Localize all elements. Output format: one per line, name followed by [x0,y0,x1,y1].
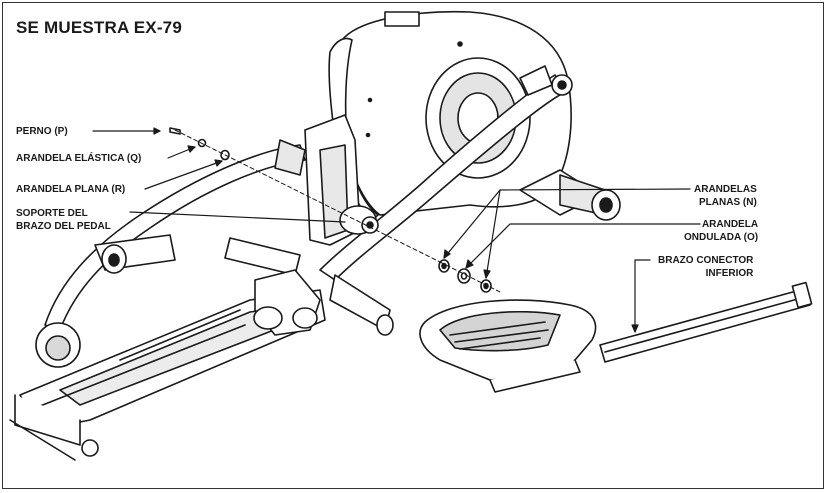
foot-pedal [419,299,597,393]
label-arandelas-planas-line1: ARANDELAS [694,184,757,195]
leader-arandela-plana [144,160,223,190]
label-arandelas-planas-line2: PLANAS (N) [699,197,757,208]
label-arandela-ondulada: ARANDELA ONDULADA (O) [684,218,758,244]
label-arandelas-planas: ARANDELAS PLANAS (N) [694,183,757,209]
bolt-hardware [169,127,230,161]
label-brazo-conector: BRAZO CONECTOR INFERIOR [658,254,753,280]
leader-soporte [129,211,346,223]
assembly-axis-line-2 [439,261,501,293]
pedal-arm-pivot [339,205,379,235]
front-stabilizer [94,234,301,276]
leader-brazo-conector [634,259,651,333]
label-arandela-ondulada-line2: ONDULADA (O) [684,232,759,243]
label-soporte-line2: BRAZO DEL PEDAL [16,221,111,232]
lower-connector-arm [599,281,813,363]
washers [438,259,492,293]
left-handlebar-arm [35,139,306,368]
pedal-connector [253,269,321,336]
rear-base-bar [329,274,394,336]
base-rail [9,289,326,461]
assembly-axis-line [174,129,441,263]
diagram-title: SE MUESTRA EX-79 [16,18,182,37]
leader-lines [92,127,701,333]
leader-arandela-ondulada [465,223,701,269]
label-soporte: SOPORTE DEL BRAZO DEL PEDAL [16,207,111,233]
label-perno: PERNO (P) [16,126,68,137]
label-soporte-line1: SOPORTE DEL [16,208,88,219]
label-brazo-conector-line2: INFERIOR [705,268,754,279]
label-arandela-elastica: ARANDELA ELÁSTICA (Q) [16,153,142,164]
label-arandela-plana: ARANDELA PLANA (R) [16,184,126,195]
label-brazo-conector-line1: BRAZO CONECTOR [658,255,754,266]
right-handlebar-arm [319,65,573,281]
rear-stabilizer [519,169,621,221]
label-arandela-ondulada-line1: ARANDELA [701,219,759,230]
